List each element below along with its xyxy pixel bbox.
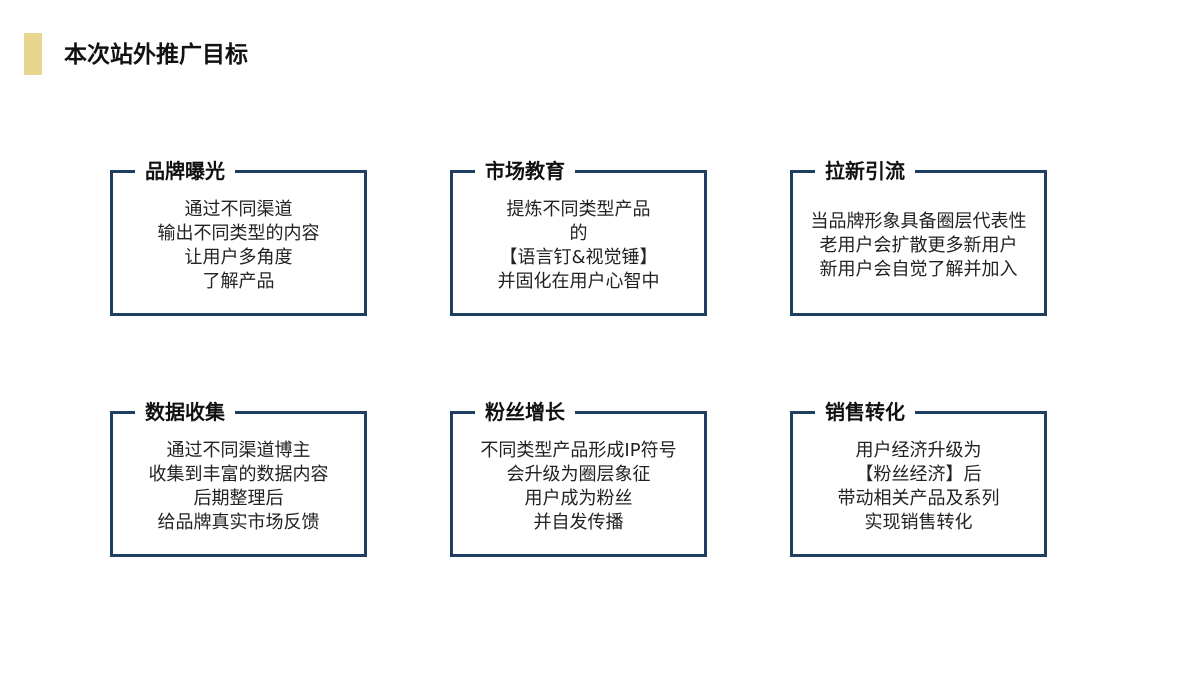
card-line: 通过不同渠道 bbox=[184, 199, 293, 220]
title-accent-bar bbox=[24, 33, 42, 75]
goal-card-market-education: 市场教育 提炼不同类型产品 的 【语言钉&视觉锤】 并固化在用户心智中 bbox=[450, 156, 707, 316]
card-line: 输出不同类型的内容 bbox=[157, 223, 320, 244]
card-line: 提炼不同类型产品 bbox=[506, 199, 651, 220]
goal-card-user-acquisition: 拉新引流 当品牌形象具备圈层代表性 老用户会扩散更多新用户 新用户会自觉了解并加… bbox=[790, 156, 1047, 316]
card-line: 【粉丝经济】后 bbox=[855, 464, 982, 485]
card-title: 销售转化 bbox=[815, 397, 915, 427]
card-title: 拉新引流 bbox=[815, 156, 915, 186]
page-title: 本次站外推广目标 bbox=[64, 42, 248, 68]
card-body: 用户经济升级为 【粉丝经济】后 带动相关产品及系列 实现销售转化 bbox=[793, 439, 1044, 535]
card-line: 带动相关产品及系列 bbox=[837, 488, 1000, 509]
card-title: 数据收集 bbox=[135, 397, 235, 427]
card-line: 让用户多角度 bbox=[184, 247, 293, 268]
goal-card-sales-conversion: 销售转化 用户经济升级为 【粉丝经济】后 带动相关产品及系列 实现销售转化 bbox=[790, 397, 1047, 557]
card-line: 老用户会扩散更多新用户 bbox=[819, 235, 1018, 256]
card-body: 当品牌形象具备圈层代表性 老用户会扩散更多新用户 新用户会自觉了解并加入 bbox=[793, 210, 1044, 282]
card-line: 并自发传播 bbox=[533, 512, 624, 533]
card-body: 通过不同渠道博主 收集到丰富的数据内容 后期整理后 给品牌真实市场反馈 bbox=[113, 439, 364, 535]
card-title: 粉丝增长 bbox=[475, 397, 575, 427]
card-line: 实现销售转化 bbox=[864, 512, 973, 533]
card-line: 通过不同渠道博主 bbox=[166, 440, 311, 461]
card-body: 提炼不同类型产品 的 【语言钉&视觉锤】 并固化在用户心智中 bbox=[453, 198, 704, 294]
goal-card-fan-growth: 粉丝增长 不同类型产品形成IP符号 会升级为圈层象征 用户成为粉丝 并自发传播 bbox=[450, 397, 707, 557]
card-body: 不同类型产品形成IP符号 会升级为圈层象征 用户成为粉丝 并自发传播 bbox=[453, 439, 704, 535]
card-line: 用户经济升级为 bbox=[855, 440, 982, 461]
card-line: 并固化在用户心智中 bbox=[497, 271, 660, 292]
card-title: 品牌曝光 bbox=[135, 156, 235, 186]
card-line: 了解产品 bbox=[202, 271, 275, 292]
card-line: 收集到丰富的数据内容 bbox=[148, 464, 329, 485]
card-line: 的 bbox=[569, 223, 588, 244]
goal-card-data-collection: 数据收集 通过不同渠道博主 收集到丰富的数据内容 后期整理后 给品牌真实市场反馈 bbox=[110, 397, 367, 557]
card-line: 会升级为圈层象征 bbox=[506, 464, 651, 485]
card-line: 当品牌形象具备圈层代表性 bbox=[810, 211, 1027, 232]
card-line: 给品牌真实市场反馈 bbox=[157, 512, 320, 533]
card-line: 不同类型产品形成IP符号 bbox=[480, 440, 677, 461]
card-body: 通过不同渠道 输出不同类型的内容 让用户多角度 了解产品 bbox=[113, 198, 364, 294]
card-line: 用户成为粉丝 bbox=[524, 488, 633, 509]
card-line: 后期整理后 bbox=[193, 488, 284, 509]
card-title: 市场教育 bbox=[475, 156, 575, 186]
goal-card-brand-exposure: 品牌曝光 通过不同渠道 输出不同类型的内容 让用户多角度 了解产品 bbox=[110, 156, 367, 316]
card-line: 新用户会自觉了解并加入 bbox=[819, 259, 1018, 280]
card-line: 【语言钉&视觉锤】 bbox=[499, 247, 658, 268]
